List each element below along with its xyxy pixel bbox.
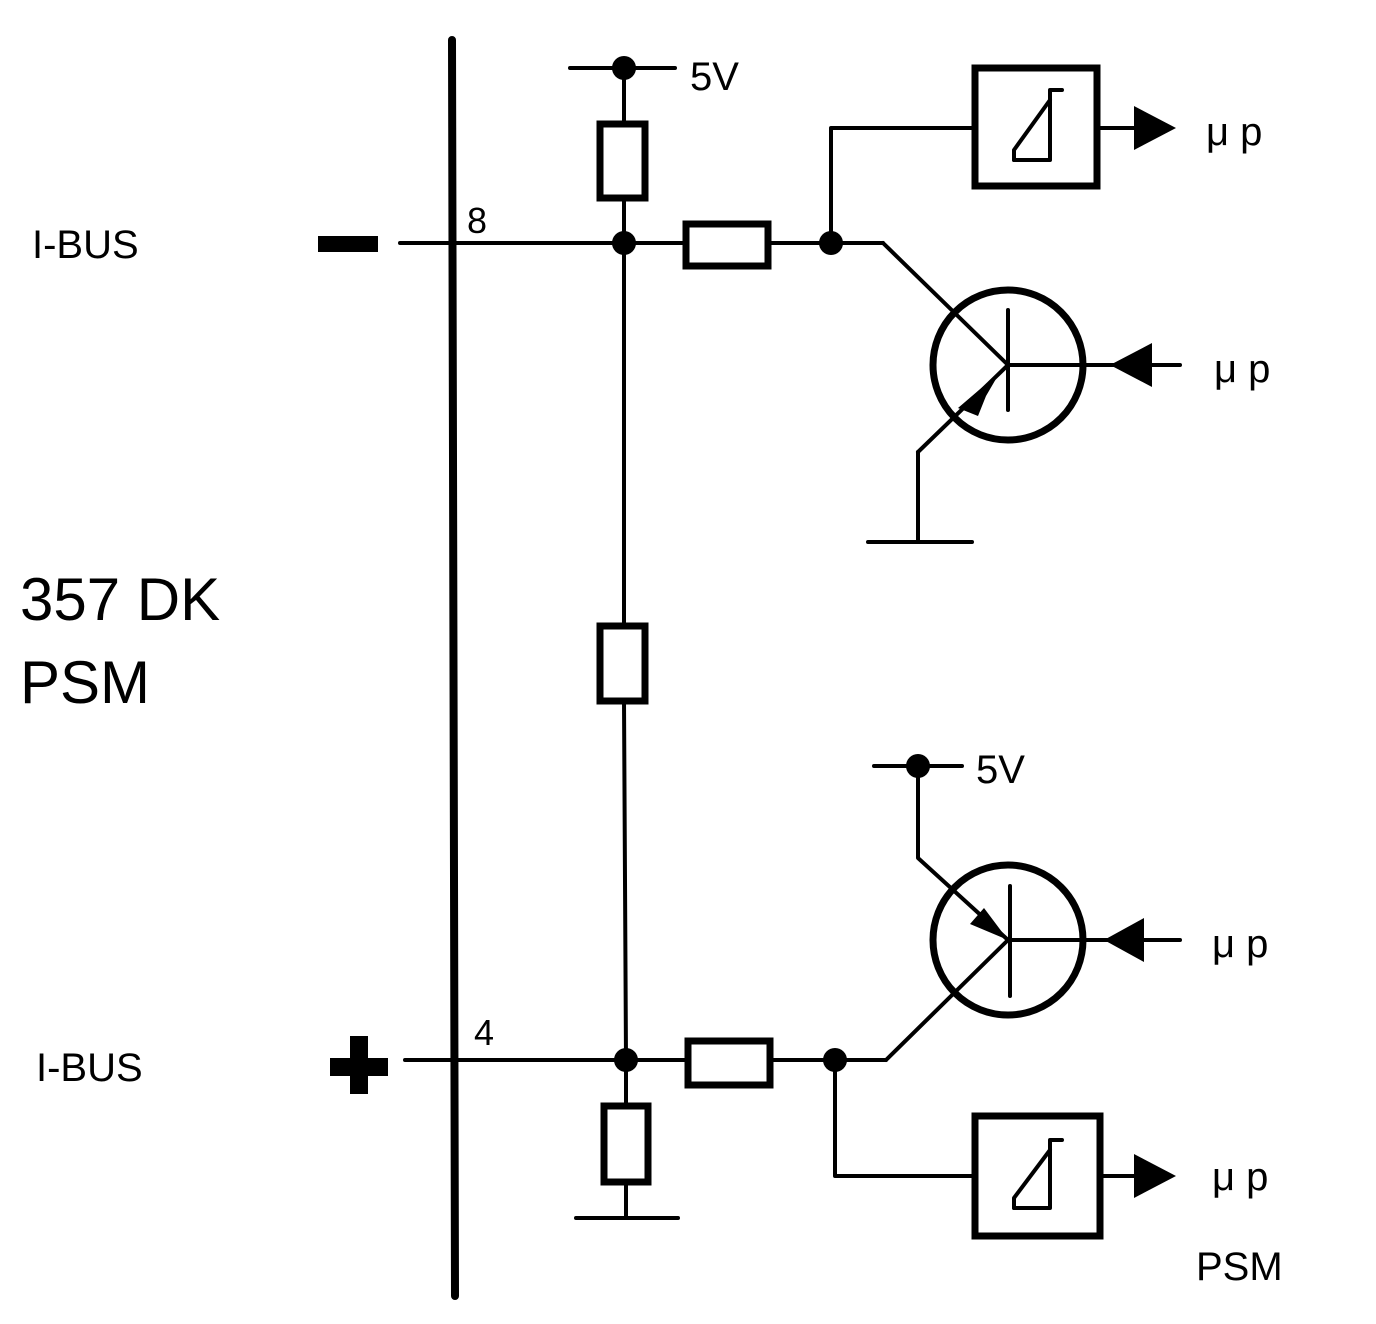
resistor-middle: [596, 622, 649, 705]
psm-footer-label: PSM: [1196, 1245, 1283, 1289]
bus-label-bottom: I-BUS: [36, 1046, 143, 1090]
module-label-line1: 357 DK: [20, 566, 220, 633]
module-label-line2: PSM: [20, 649, 150, 716]
resistor-pullup-top: [596, 120, 649, 202]
supply-label-top: 5V: [690, 55, 739, 99]
transistor-bottom-emitter-arrow: [970, 908, 1008, 940]
schmitt-top-symbol: [1012, 88, 1064, 162]
schmitt-bottom-symbol-b: [1012, 1148, 1052, 1210]
schmitt-trigger-top: [971, 64, 1101, 190]
wire-to-schmitt-bottom: [833, 1058, 977, 1178]
resistor-series-bottom: [684, 1037, 774, 1089]
schmitt-trigger-bottom: [971, 1112, 1104, 1240]
minus-symbol: [318, 236, 378, 252]
up-label-out-top: μ p: [1206, 110, 1262, 154]
transistor-bottom-collector: [884, 938, 1010, 1062]
up-label-in-bottom: μ p: [1212, 922, 1268, 966]
wire-trunk-lower: [622, 699, 628, 1062]
resistor-pulldown-bottom: [600, 1102, 652, 1186]
pin-number-bottom: 4: [474, 1012, 494, 1053]
up-label-out-bottom: μ p: [1212, 1155, 1268, 1199]
supply-label-bottom: 5V: [976, 748, 1025, 792]
junction-top-bus: [612, 231, 636, 255]
resistor-series-top: [682, 220, 772, 270]
pin-number-top: 8: [467, 200, 487, 241]
bus-bar: [448, 36, 459, 1300]
arrow-in-bottom: [1104, 918, 1144, 962]
transistor-top-emitter-arrow: [958, 372, 1000, 416]
arrow-out-top: [1134, 106, 1176, 150]
up-label-in-top: μ p: [1214, 347, 1270, 391]
bus-label-top: I-BUS: [32, 223, 139, 267]
plus-symbol: [330, 1036, 388, 1094]
schmitt-bottom-symbol: [1012, 1138, 1064, 1210]
transistor-top-collector: [881, 241, 1010, 367]
arrow-out-bottom: [1134, 1154, 1176, 1198]
wire-to-schmitt-top: [829, 126, 977, 245]
arrow-in-top: [1110, 343, 1152, 387]
transistor-bottom-emitter: [916, 764, 1010, 942]
schmitt-top-symbol-b: [1012, 98, 1052, 162]
